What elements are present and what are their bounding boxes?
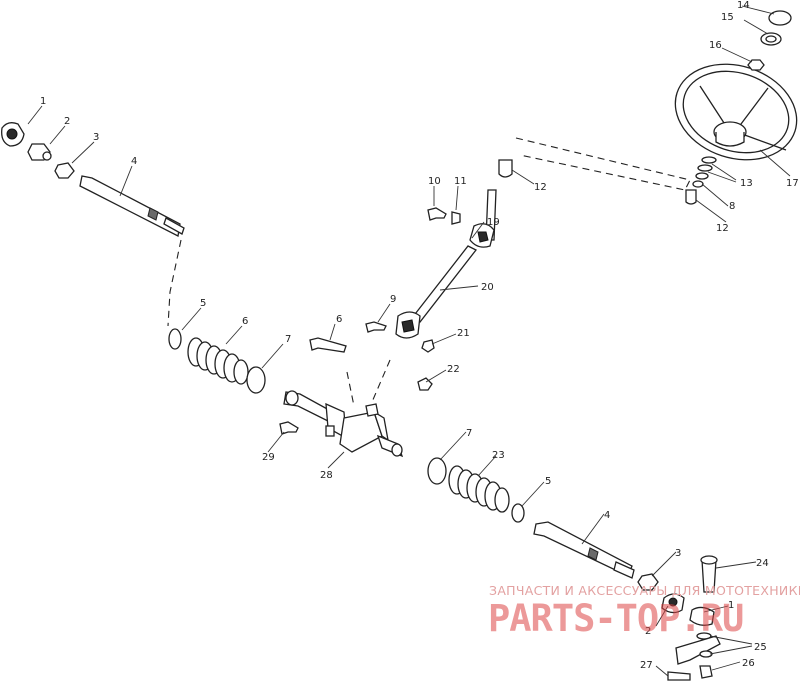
callout-5: 5 xyxy=(200,298,206,309)
callout-2: 2 xyxy=(64,116,70,127)
callout-21: 21 xyxy=(457,328,470,339)
steering-column xyxy=(395,189,497,339)
watermark-tagline: ЗАПЧАСТИ И АКСЕССУАРЫ ДЛЯ МОТОТЕХНИКИ xyxy=(489,583,800,598)
callout-24: 24 xyxy=(756,558,769,569)
callout-7-right: 7 xyxy=(466,428,472,439)
leader-lines xyxy=(27,5,791,677)
callout-13: 13 xyxy=(740,178,753,189)
callout-25: 25 xyxy=(754,642,767,653)
housing-dash-1 xyxy=(346,371,355,407)
column-to-wheel-dash xyxy=(515,137,691,191)
callout-15: 15 xyxy=(721,12,734,23)
callout-20: 20 xyxy=(481,282,494,293)
wheel-cap-parts xyxy=(498,10,792,205)
callout-11: 11 xyxy=(454,176,467,187)
callout-4: 4 xyxy=(131,156,137,167)
callouts: 1 2 3 4 5 6 6 7 8 9 10 11 12 12 13 14 15… xyxy=(40,0,799,671)
callout-8: 8 xyxy=(729,201,735,212)
rack-housing xyxy=(283,390,404,458)
callout-14: 14 xyxy=(737,0,750,11)
callout-12-lower: 12 xyxy=(716,223,729,234)
housing-dash-2 xyxy=(371,359,391,403)
callout-26: 26 xyxy=(742,658,755,669)
right-boot-assembly xyxy=(427,457,525,523)
left-tie-rod-dash xyxy=(167,239,182,327)
callout-10: 10 xyxy=(428,176,441,187)
callout-17: 17 xyxy=(786,178,799,189)
steering-wheel xyxy=(674,63,798,161)
callout-28: 28 xyxy=(320,470,333,481)
callout-6: 6 xyxy=(242,316,248,327)
callout-12-upper: 12 xyxy=(534,182,547,193)
watermark-logo: PARTS‑TOP.RU xyxy=(488,597,744,640)
callout-6-bolt: 6 xyxy=(336,314,342,325)
callout-5-right: 5 xyxy=(545,476,551,487)
callout-27: 27 xyxy=(640,660,653,671)
callout-4-right: 4 xyxy=(604,510,610,521)
callout-1: 1 xyxy=(40,96,46,107)
callout-3-right: 3 xyxy=(675,548,681,559)
callout-29: 29 xyxy=(262,452,275,463)
callout-7: 7 xyxy=(285,334,291,345)
callout-9: 9 xyxy=(390,294,396,305)
callout-1-right: 1 xyxy=(728,600,734,611)
callout-22: 22 xyxy=(447,364,460,375)
callout-23: 23 xyxy=(492,450,505,461)
left-boot-assembly xyxy=(168,328,266,394)
callout-19: 19 xyxy=(487,217,500,228)
callout-3: 3 xyxy=(93,132,99,143)
callout-2-right: 2 xyxy=(645,626,651,637)
left-tie-rod-assembly xyxy=(1,122,185,237)
right-tie-rod-assembly xyxy=(533,521,721,681)
callout-16: 16 xyxy=(709,40,722,51)
